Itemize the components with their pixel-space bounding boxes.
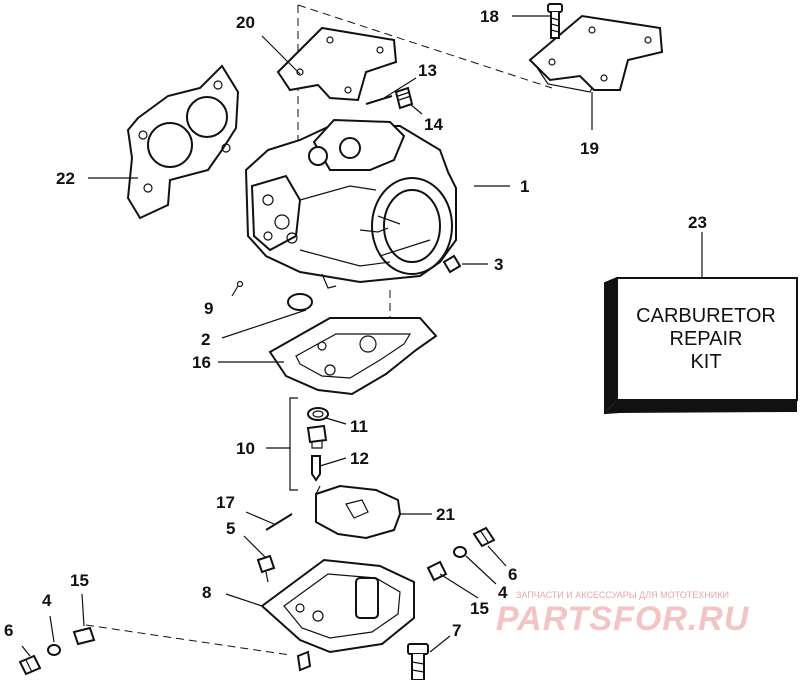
- callout-10: 10: [236, 439, 255, 458]
- callout-23: 23: [688, 213, 707, 232]
- callout-18: 18: [480, 7, 499, 26]
- callout-21: 21: [436, 505, 455, 524]
- callout-9: 9: [204, 299, 213, 318]
- kit-label-line-2: REPAIR: [670, 328, 743, 350]
- callout-19: 19: [580, 139, 599, 158]
- callout-15-right: 15: [470, 599, 489, 618]
- part-15-plug-left: [72, 626, 96, 646]
- part-seat: [306, 424, 328, 449]
- callout-4-left: 4: [42, 591, 52, 610]
- part-20-cover-gasket: [276, 26, 398, 102]
- kit-label-line-1: CARBURETOR: [636, 305, 776, 327]
- callout-6-left: 6: [4, 621, 13, 640]
- part-17-pin: [265, 513, 293, 531]
- part-6-plug-left: [18, 654, 42, 676]
- part-13-pin: [365, 95, 393, 105]
- watermark-tagline: ЗАПЧАСТИ И АКСЕССУАРЫ ДЛЯ МОТОТЕХНИКИ: [516, 590, 729, 600]
- callout-labels: 1 2 3 4 4 5 6 6 7 8 9 10 11 12 13 14 15 …: [4, 7, 707, 640]
- part-1-carburetor-body: [244, 118, 457, 289]
- callout-17: 17: [216, 493, 235, 512]
- part-14-spring: [394, 86, 414, 110]
- part-2-disc: [287, 293, 313, 311]
- part-18-screw: [547, 3, 563, 39]
- part-15-plug-right: [426, 560, 448, 582]
- part-23-repair-kit-box: CARBURETOR REPAIR KIT: [604, 277, 798, 415]
- part-6-plug-right: [472, 526, 496, 548]
- callout-4-right: 4: [498, 583, 508, 602]
- part-9-ball: [236, 280, 244, 288]
- callout-14: 14: [424, 115, 443, 134]
- part-21-float: [315, 484, 402, 540]
- watermark-brand: PARTSFOR.RU: [496, 600, 750, 638]
- callout-11: 11: [350, 417, 368, 436]
- callout-8: 8: [202, 583, 211, 602]
- part-22-gasket: [126, 64, 240, 220]
- callout-5: 5: [226, 519, 235, 538]
- callout-15-left: 15: [70, 571, 89, 590]
- part-10-needle-seat-group: [289, 397, 298, 491]
- watermark: ЗАПЧАСТИ И АКСЕССУАРЫ ДЛЯ МОТОТЕХНИКИ PA…: [496, 590, 750, 638]
- kit-label-line-3: KIT: [690, 351, 721, 373]
- callout-16: 16: [192, 353, 211, 372]
- part-19-cover-plate: [528, 14, 664, 93]
- part-16-bowl-gasket: [268, 317, 438, 396]
- part-4-washer-left: [47, 644, 61, 656]
- callout-3: 3: [494, 255, 503, 274]
- callout-13: 13: [418, 61, 437, 80]
- leader-lines: [21, 15, 703, 657]
- part-12-needle: [311, 455, 321, 482]
- callout-6-right: 6: [508, 565, 517, 584]
- part-4-washer-right: [453, 546, 467, 558]
- part-5-screw: [256, 554, 276, 583]
- part-11-washer: [307, 407, 329, 421]
- part-3-screw: [442, 254, 462, 274]
- callout-1: 1: [520, 177, 529, 196]
- callout-22: 22: [56, 169, 75, 188]
- callout-7: 7: [452, 621, 461, 640]
- callout-12: 12: [350, 449, 369, 468]
- part-7-bolt: [407, 643, 429, 680]
- callout-2: 2: [201, 330, 210, 349]
- callout-20: 20: [236, 13, 255, 32]
- part-8-float-bowl: [260, 558, 415, 672]
